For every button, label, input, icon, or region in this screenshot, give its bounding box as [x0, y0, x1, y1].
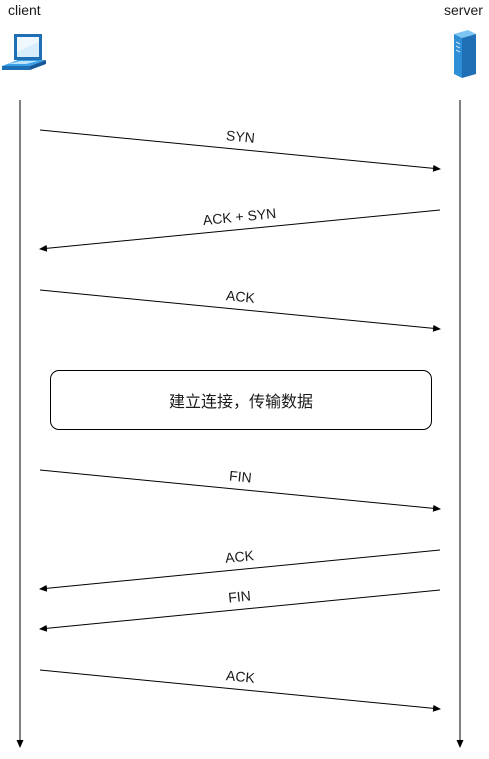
message-arrow	[39, 549, 441, 592]
message-label: ACK	[224, 547, 255, 566]
message-label: ACK	[225, 667, 256, 686]
laptop-icon	[2, 34, 46, 70]
messages: SYN ACK + SYN ACK FIN ACK FIN ACK	[39, 127, 441, 712]
message-label: ACK + SYN	[202, 205, 277, 228]
message-label: FIN	[228, 587, 252, 605]
message-arrow	[39, 209, 441, 252]
message-label: ACK	[225, 287, 256, 306]
message-arrow	[39, 669, 441, 712]
data-transfer-note: 建立连接，传输数据	[50, 370, 432, 430]
client-label: client	[8, 2, 41, 18]
message-arrow	[39, 289, 441, 332]
message-arrow	[39, 129, 441, 172]
message-arrow	[39, 469, 441, 512]
server-label: server	[444, 2, 483, 18]
message-label: FIN	[228, 467, 252, 485]
server-tower-icon	[454, 30, 476, 78]
message-label: SYN	[225, 127, 255, 146]
message-arrow	[39, 589, 441, 632]
note-label: 建立连接，传输数据	[168, 394, 313, 411]
